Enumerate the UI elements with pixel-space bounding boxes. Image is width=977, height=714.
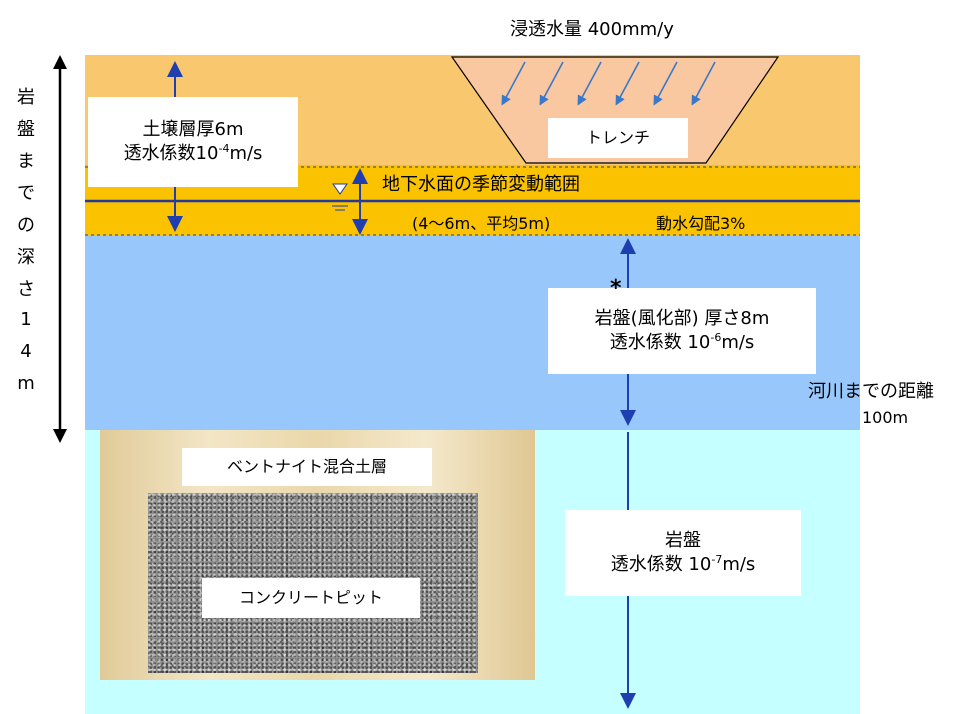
weathered-thickness-text: 岩盤(風化部) 厚さ8m: [594, 307, 770, 329]
river-distance-value: 100m: [862, 408, 909, 427]
bedrock-info-box: 岩盤 透水係数 10-7m/s: [565, 510, 801, 596]
bentonite-text: ベントナイト混合土層: [226, 457, 387, 477]
depth-char: 盤: [17, 119, 35, 140]
depth-char: 4: [20, 341, 32, 362]
trench-shape: [450, 56, 780, 164]
trench-text: トレンチ: [585, 128, 650, 148]
gw-fluctuation-title: 地下水面の季節変動範囲: [382, 174, 580, 195]
concrete-pit-text: コンクリートピット: [238, 588, 383, 608]
depth-char: m: [17, 373, 35, 394]
bentonite-label: ベントナイト混合土層: [182, 448, 432, 486]
depth-char: 深: [17, 247, 35, 268]
bedrock-text: 岩盤: [665, 529, 701, 551]
depth-char: の: [17, 215, 35, 236]
water-table-symbol: [332, 183, 348, 195]
soil-thickness-text: 土壌層厚6m: [142, 118, 244, 140]
hydraulic-gradient-text: 動水勾配3%: [656, 214, 746, 233]
depth-char: ま: [17, 151, 35, 172]
infiltration-label: 浸透水量 400mm/y: [510, 19, 674, 40]
weathered-footnote-star: *: [610, 276, 622, 301]
depth-char: 岩: [17, 87, 35, 108]
soil-permeability-text: 透水係数10-4m/s: [123, 142, 263, 164]
bedrock-permeability-text: 透水係数 10-7m/s: [610, 553, 756, 575]
gw-range-text: (4〜6m、平均5m): [412, 214, 551, 233]
soil-info-box: 土壌層厚6m 透水係数10-4m/s: [88, 97, 298, 187]
depth-char: で: [17, 183, 35, 204]
trench-label: トレンチ: [548, 118, 688, 158]
depth-char: さ: [17, 279, 35, 300]
weathered-permeability-text: 透水係数 10-6m/s: [609, 331, 755, 353]
river-distance-label: 河川までの距離: [808, 381, 934, 402]
depth-char: 1: [20, 309, 32, 330]
infiltration-arrows: [501, 61, 716, 106]
weathered-info-box: 岩盤(風化部) 厚さ8m 透水係数 10-6m/s: [548, 288, 816, 374]
concrete-pit-label: コンクリートピット: [202, 578, 420, 618]
